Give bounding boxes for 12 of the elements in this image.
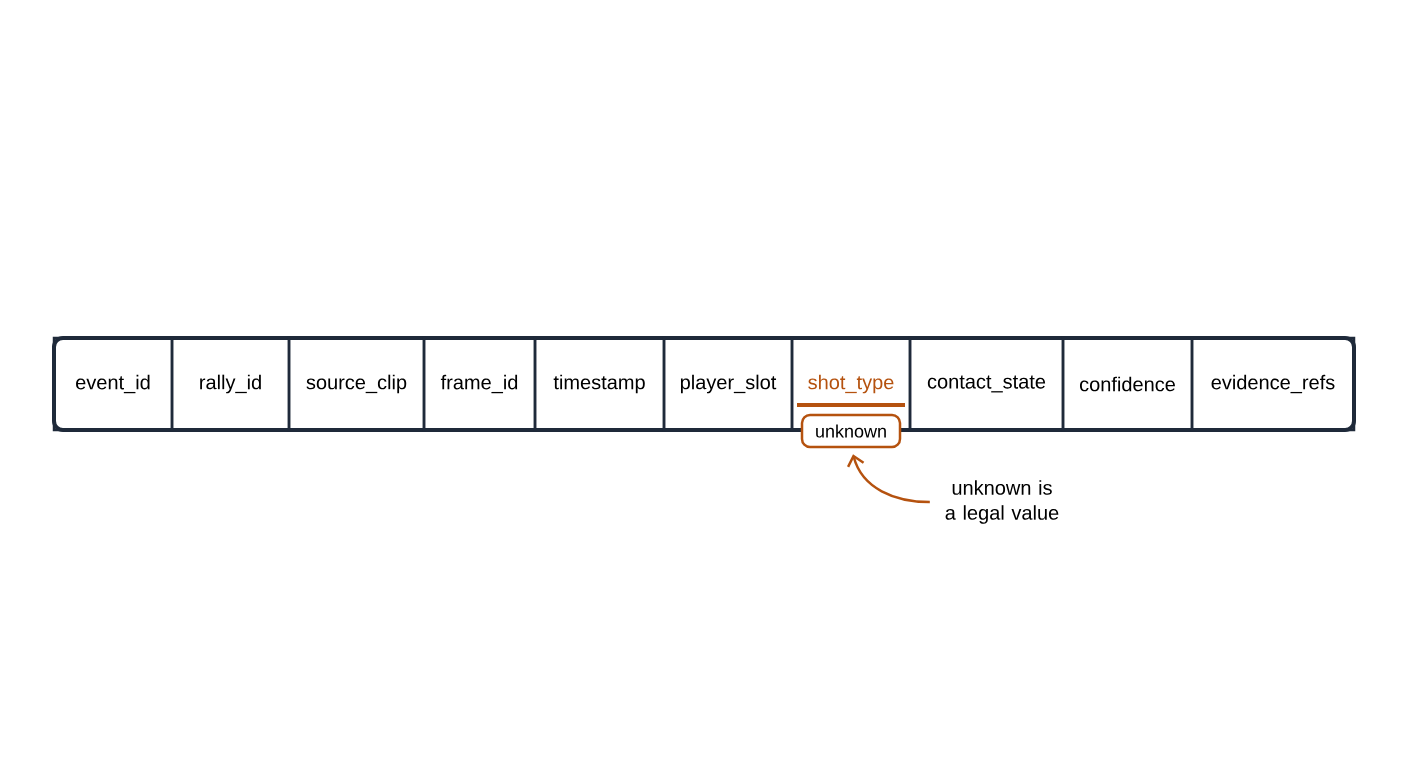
field-cell: source_clip xyxy=(287,336,426,432)
field-cell: contact_state xyxy=(908,336,1065,432)
field-cell: frame_id xyxy=(422,336,537,432)
value-badge: unknown xyxy=(800,413,902,449)
field-cell: confidence xyxy=(1061,336,1194,432)
field-cell: rally_id xyxy=(170,336,291,432)
field-cell: timestamp xyxy=(533,336,666,432)
field-cell: event_id xyxy=(52,336,174,432)
field-cell: evidence_refs xyxy=(1190,336,1356,432)
arrow xyxy=(847,454,930,504)
field-cell: player_slot xyxy=(662,336,794,432)
note-text: unknown is a legal value xyxy=(945,480,1059,524)
